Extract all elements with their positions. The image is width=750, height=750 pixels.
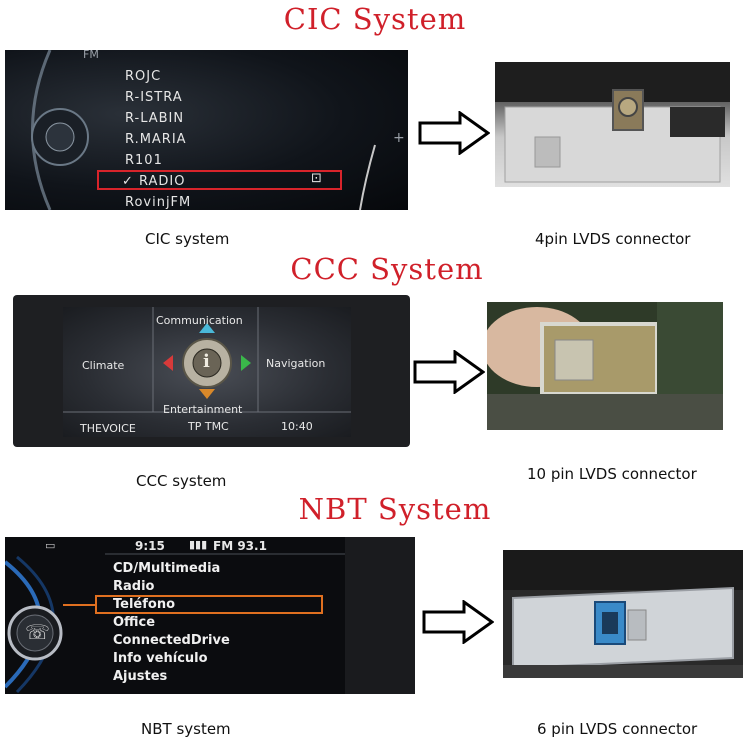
ccc-connector-illustration xyxy=(487,302,723,430)
selection-connector xyxy=(63,604,97,606)
signal-icon: ▮▮▮ xyxy=(189,538,208,551)
menu-climate[interactable]: Climate xyxy=(82,359,125,372)
status-source: THEVOICE xyxy=(80,422,136,435)
list-item[interactable]: RovinjFM xyxy=(125,195,192,210)
nbt-connector-illustration xyxy=(503,550,743,678)
arrow-right-icon xyxy=(422,600,494,644)
list-item-selected[interactable]: ✓ RADIO xyxy=(122,174,186,189)
list-item[interactable]: Radio xyxy=(113,579,155,594)
list-item-selected[interactable]: Teléfono xyxy=(113,597,176,612)
list-item[interactable]: R101 xyxy=(125,153,163,168)
selection-highlight xyxy=(97,170,342,190)
clock-label: 9:15 xyxy=(135,539,165,553)
nbt-screen: ☏ ▭ 9:15 ▮▮▮ FM 93.1 CD/Multimedia Radio… xyxy=(5,537,415,694)
menu-navigation[interactable]: Navigation xyxy=(266,357,326,370)
menu-communication[interactable]: Communication xyxy=(156,314,243,327)
cic-caption: CIC system xyxy=(145,230,230,248)
arrow-right-icon xyxy=(413,350,485,394)
status-clock: 10:40 xyxy=(281,420,313,433)
cic-section-title: CIC System xyxy=(283,2,467,36)
list-item[interactable]: Office xyxy=(113,615,156,630)
cic-connector-caption: 4pin LVDS connector xyxy=(535,230,691,248)
nbt-connector-photo xyxy=(503,550,743,678)
cic-station-list: ROJC R-ISTRA R-LABIN R.MARIA R101 ✓ RADI… xyxy=(122,66,192,210)
arrow-right-icon xyxy=(418,111,490,155)
status-traffic: TP TMC xyxy=(188,420,229,433)
ccc-caption: CCC system xyxy=(136,472,227,490)
ccc-section-title: CCC System xyxy=(290,252,484,286)
list-item[interactable]: CD/Multimedia xyxy=(113,561,221,576)
list-item[interactable]: R-LABIN xyxy=(125,111,185,126)
cic-connector-photo xyxy=(495,62,730,187)
list-item[interactable]: Ajustes xyxy=(113,669,168,684)
media-icon: ▭ xyxy=(45,539,56,552)
ccc-controller-graphic xyxy=(63,307,351,413)
list-item[interactable]: R.MARIA xyxy=(125,132,187,147)
list-item[interactable]: R-ISTRA xyxy=(125,90,183,105)
list-item[interactable]: ConnectedDrive xyxy=(113,633,230,648)
nbt-section-title: NBT System xyxy=(298,492,492,526)
nbt-connector-caption: 6 pin LVDS connector xyxy=(537,720,698,738)
list-item[interactable]: Info vehículo xyxy=(113,651,208,666)
menu-entertainment[interactable]: Entertainment xyxy=(163,403,243,416)
ccc-screen: i Communication Climate Navigation Enter… xyxy=(13,295,410,447)
cic-controller-arc: + xyxy=(31,50,405,210)
phone-icon: ☏ xyxy=(25,620,51,644)
cic-connector-illustration xyxy=(495,62,730,183)
list-item[interactable]: ROJC xyxy=(125,69,162,84)
selection-highlight xyxy=(95,595,323,614)
ccc-connector-photo xyxy=(487,302,723,430)
cic-screen: + FM ROJC R-ISTRA R-LABIN R.MARIA R101 ✓… xyxy=(5,50,408,210)
nbt-controller-graphic xyxy=(5,537,415,694)
cic-band-label: FM xyxy=(83,50,99,61)
svg-text:+: + xyxy=(393,130,405,146)
nbt-caption: NBT system xyxy=(141,720,231,738)
station-label: FM 93.1 xyxy=(213,539,267,553)
info-icon: i xyxy=(203,351,210,372)
ccc-display: i Communication Climate Navigation Enter… xyxy=(63,307,351,437)
radio-icon: ⊡ xyxy=(311,171,322,186)
nbt-menu-list: CD/Multimedia Radio Teléfono Office Conn… xyxy=(113,560,230,686)
ccc-connector-caption: 10 pin LVDS connector xyxy=(527,465,697,483)
